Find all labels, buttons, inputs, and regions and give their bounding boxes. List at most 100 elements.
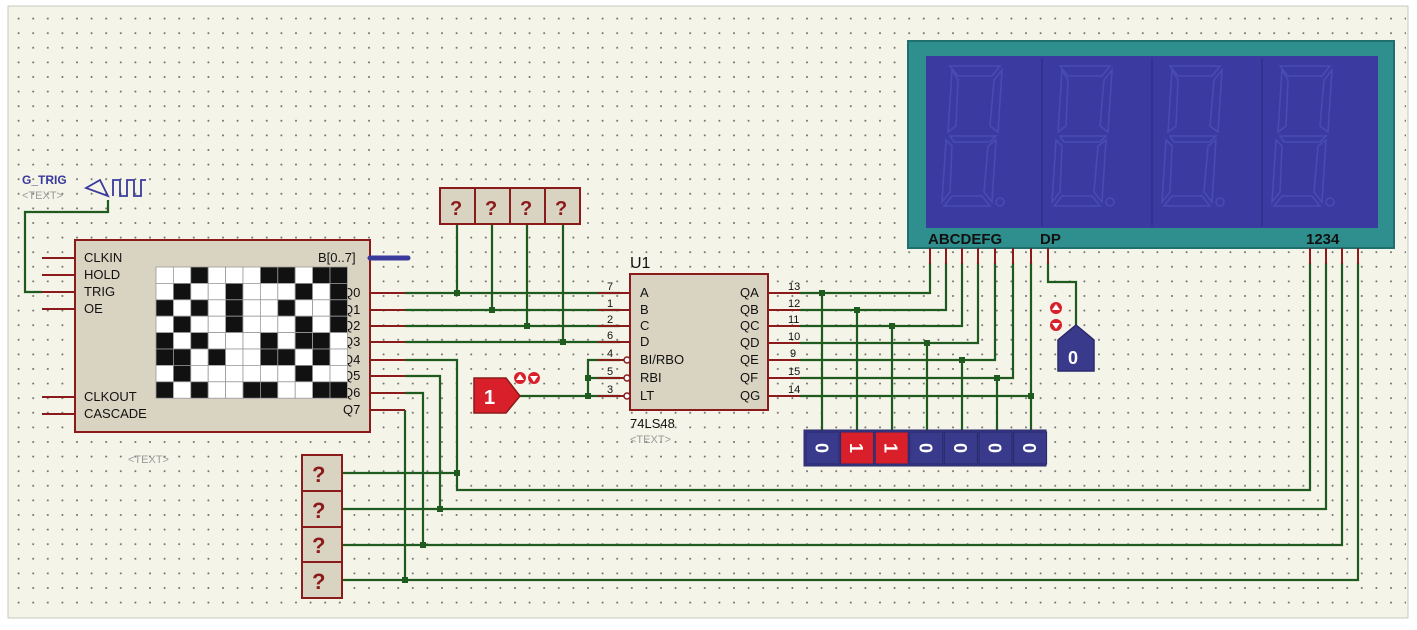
pattern-cell[interactable] xyxy=(190,282,209,301)
pattern-cell[interactable] xyxy=(207,332,226,350)
pattern-cell[interactable] xyxy=(277,315,296,334)
pattern-cell[interactable] xyxy=(242,299,261,317)
segment-probe[interactable] xyxy=(840,431,875,465)
pattern-cell[interactable] xyxy=(277,364,296,383)
top-logic-probes[interactable]: ? ? ? ? xyxy=(439,187,581,225)
pattern-cell[interactable] xyxy=(277,266,296,284)
pattern-cell[interactable] xyxy=(312,381,331,399)
pattern-cell[interactable] xyxy=(294,266,314,284)
pattern-cell[interactable] xyxy=(312,266,331,284)
toggle-arrows-icon[interactable] xyxy=(1050,302,1062,331)
decoder-body[interactable] xyxy=(629,273,769,411)
segment-probe[interactable] xyxy=(978,431,1013,465)
pattern-cell[interactable] xyxy=(329,315,348,334)
pattern-cell[interactable] xyxy=(225,266,244,284)
pattern-cell[interactable] xyxy=(207,364,226,383)
pattern-cell[interactable] xyxy=(190,364,209,383)
pattern-grid[interactable] xyxy=(155,266,348,399)
pattern-cell[interactable] xyxy=(294,282,314,301)
decoder-74ls48[interactable]: U1 A B C D BI/RBO RBI LT 7 1 2 6 4 5 3 Q… xyxy=(598,255,800,446)
pattern-cell[interactable] xyxy=(225,315,244,334)
pattern-cell[interactable] xyxy=(242,381,261,399)
pattern-cell[interactable] xyxy=(277,332,296,350)
pattern-cell[interactable] xyxy=(190,315,209,334)
pattern-cell[interactable] xyxy=(172,315,192,334)
pattern-cell[interactable] xyxy=(207,348,226,366)
pattern-cell[interactable] xyxy=(155,364,174,383)
pattern-cell[interactable] xyxy=(294,332,314,350)
pattern-cell[interactable] xyxy=(242,315,261,334)
segment-probe[interactable] xyxy=(1013,431,1048,465)
pattern-cell[interactable] xyxy=(155,282,174,301)
pattern-cell[interactable] xyxy=(259,332,279,350)
pattern-cell[interactable] xyxy=(190,381,209,399)
pattern-cell[interactable] xyxy=(259,381,279,399)
segment-probe[interactable] xyxy=(909,431,944,465)
pattern-cell[interactable] xyxy=(259,282,279,301)
pattern-cell[interactable] xyxy=(155,299,174,317)
pattern-cell[interactable] xyxy=(155,348,174,366)
pattern-cell[interactable] xyxy=(225,282,244,301)
pattern-cell[interactable] xyxy=(277,348,296,366)
pattern-cell[interactable] xyxy=(207,299,226,317)
pattern-cell[interactable] xyxy=(225,299,244,317)
pattern-cell[interactable] xyxy=(172,266,192,284)
pattern-cell[interactable] xyxy=(242,282,261,301)
pattern-cell[interactable] xyxy=(294,364,314,383)
logic-state-source[interactable]: 1 xyxy=(473,372,540,414)
pattern-cell[interactable] xyxy=(312,332,331,350)
wires[interactable] xyxy=(23,200,1360,582)
pattern-cell[interactable] xyxy=(155,332,174,350)
pattern-cell[interactable] xyxy=(259,299,279,317)
segment-probe[interactable] xyxy=(805,431,840,465)
pattern-cell[interactable] xyxy=(172,348,192,366)
pattern-cell[interactable] xyxy=(294,381,314,399)
pattern-cell[interactable] xyxy=(259,315,279,334)
pattern-cell[interactable] xyxy=(207,381,226,399)
seven-segment-display[interactable]: ABCDEFG DP 1234 xyxy=(907,40,1395,264)
bottom-logic-probes[interactable]: ? ? ? ? xyxy=(301,454,343,599)
pattern-cell[interactable] xyxy=(312,299,331,317)
pattern-cell[interactable] xyxy=(190,266,209,284)
pattern-cell[interactable] xyxy=(329,332,348,350)
pattern-cell[interactable] xyxy=(329,381,348,399)
pattern-cell[interactable] xyxy=(294,315,314,334)
pattern-cell[interactable] xyxy=(207,282,226,301)
pattern-cell[interactable] xyxy=(259,266,279,284)
pattern-cell[interactable] xyxy=(207,315,226,334)
pattern-cell[interactable] xyxy=(172,364,192,383)
pattern-cell[interactable] xyxy=(225,348,244,366)
pattern-cell[interactable] xyxy=(172,282,192,301)
pattern-cell[interactable] xyxy=(259,348,279,366)
pattern-cell[interactable] xyxy=(190,299,209,317)
pattern-generator[interactable]: CLKIN HOLD TRIG OE CLKOUT CASCADE B[0..7… xyxy=(42,239,411,466)
segment-probe[interactable] xyxy=(943,431,978,465)
pattern-cell[interactable] xyxy=(155,266,174,284)
clock-generator[interactable]: G_TRIG <TEXT> xyxy=(22,173,146,202)
pattern-cell[interactable] xyxy=(155,381,174,399)
dp-logic-state[interactable]: 0 xyxy=(1050,302,1095,372)
pattern-cell[interactable] xyxy=(277,282,296,301)
pattern-cell[interactable] xyxy=(242,266,261,284)
pattern-cell[interactable] xyxy=(329,348,348,366)
pattern-cell[interactable] xyxy=(155,315,174,334)
pattern-cell[interactable] xyxy=(225,364,244,383)
pattern-cell[interactable] xyxy=(329,282,348,301)
segment-probe[interactable] xyxy=(874,431,909,465)
pattern-cell[interactable] xyxy=(259,364,279,383)
pattern-cell[interactable] xyxy=(312,282,331,301)
pattern-cell[interactable] xyxy=(190,332,209,350)
pattern-cell[interactable] xyxy=(172,381,192,399)
pattern-cell[interactable] xyxy=(329,299,348,317)
pattern-cell[interactable] xyxy=(172,299,192,317)
pattern-cell[interactable] xyxy=(242,332,261,350)
pattern-cell[interactable] xyxy=(277,299,296,317)
pattern-cell[interactable] xyxy=(207,266,226,284)
pattern-cell[interactable] xyxy=(225,381,244,399)
pattern-cell[interactable] xyxy=(225,332,244,350)
pattern-cell[interactable] xyxy=(329,266,348,284)
pattern-cell[interactable] xyxy=(190,348,209,366)
pattern-cell[interactable] xyxy=(242,348,261,366)
pattern-cell[interactable] xyxy=(172,332,192,350)
pattern-cell[interactable] xyxy=(312,315,331,334)
